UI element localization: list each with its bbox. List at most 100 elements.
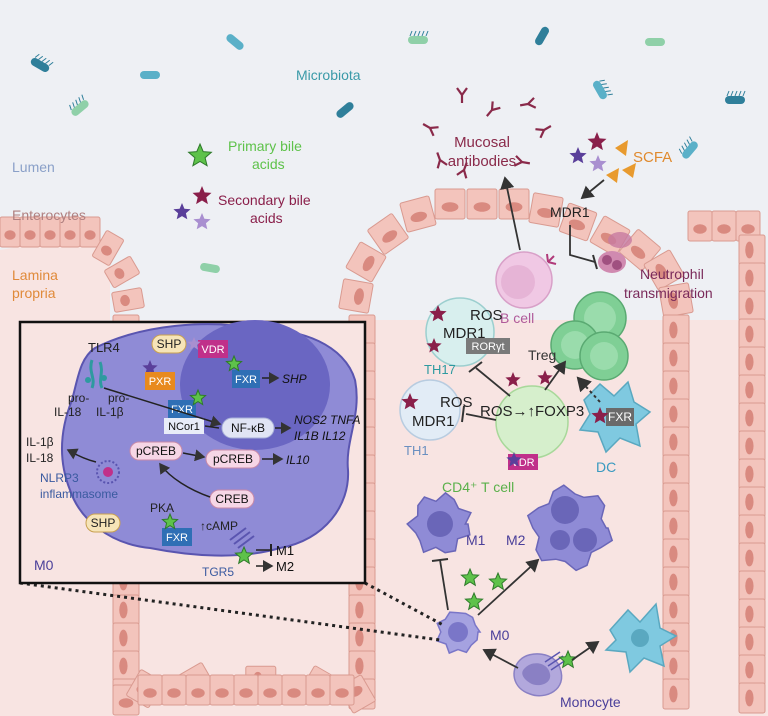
- enterocyte-cell: [498, 188, 530, 220]
- lumen-label: Lumen: [12, 159, 55, 175]
- primary-bile-acid-star-icon: [460, 567, 480, 587]
- bacterium-icon: [593, 79, 613, 100]
- enterocyte-cell: [348, 622, 376, 654]
- primary-bile-acid-star-icon: [225, 354, 243, 372]
- m0-label: M0: [490, 627, 510, 643]
- m2-label: M2: [506, 532, 526, 548]
- m1-macrophage: [406, 491, 472, 554]
- enterocyte-cell: [738, 514, 766, 546]
- shp-label-top: SHP: [157, 337, 182, 351]
- pxr-box: [145, 372, 175, 390]
- fxr-box-bottom: [162, 528, 192, 546]
- bacterium-icon: [30, 53, 54, 72]
- pro-il1b-label-2: IL-1β: [96, 405, 124, 419]
- mdr1-label-top: MDR1: [550, 204, 590, 220]
- enterocyte-cell: [59, 216, 81, 248]
- m0-macrophage: [435, 611, 482, 655]
- enterocyte-cell: [738, 542, 766, 574]
- shp-gene-label: SHP: [282, 372, 307, 386]
- fxr-label-dc: FXR: [608, 410, 632, 424]
- secondary-bile-acid-star-icon: [537, 370, 553, 385]
- enterocyte-cell: [738, 598, 766, 630]
- enterocyte-cell: [738, 402, 766, 434]
- neutrophil-label-2: transmigration: [624, 285, 713, 301]
- enterocyte-cell: [662, 426, 690, 458]
- th1-label: TH1: [404, 443, 429, 458]
- microbiota-group: Microbiota: [30, 26, 746, 274]
- antibody-icon: [513, 155, 531, 167]
- scfa-group: SCFA: [569, 132, 672, 183]
- dc-label: DC: [596, 459, 616, 475]
- enterocyte-cell: [738, 654, 766, 686]
- nlrp3-inflammasome-icon: [96, 460, 120, 484]
- secondary-bile-acid-star-icon: [187, 337, 201, 350]
- th1-ros: ROS: [440, 394, 473, 411]
- mdr1-inhibits-neutrophil: [569, 225, 596, 263]
- genes-label-2: IL1B IL12: [294, 429, 346, 443]
- rorgt-label: RORγt: [472, 341, 505, 353]
- enterocyte-cell: [738, 346, 766, 378]
- b-cell-label: B cell: [500, 310, 534, 326]
- pcreb-box: [129, 441, 183, 461]
- th1-cell: ROS MDR1: [399, 379, 473, 441]
- enterocyte-cell: [466, 188, 498, 220]
- mucosal-antibodies: Mucosal antibodies: [422, 87, 552, 179]
- enterocyte-cell: [711, 210, 737, 242]
- enterocyte-cell: [738, 262, 766, 294]
- antibody-icon: [456, 162, 468, 179]
- secondary-bile-label-1: Secondary bile: [218, 192, 311, 208]
- macrophage-inset: TLR4 SHP VDR PXR FXR SHP pro- IL-18 pro-…: [18, 320, 367, 585]
- pxr-label: PXR: [149, 376, 172, 388]
- primary-bile-acid-star-icon: [558, 649, 578, 669]
- primary-bile-acid-star-icon: [488, 571, 508, 591]
- inhibit-bar: [592, 254, 598, 270]
- tgr5-label: TGR5: [202, 565, 234, 579]
- enterocyte-cell: [738, 318, 766, 350]
- ncor1-box: [164, 418, 204, 434]
- antibody-icon: [519, 97, 537, 109]
- enterocyte-cell: [39, 216, 61, 248]
- enterocyte-cell: [662, 566, 690, 598]
- cd4-label: CD4⁺ T cell: [442, 479, 514, 495]
- bacterium-icon: [336, 102, 354, 118]
- inset-m0-label: M0: [34, 557, 54, 573]
- m2-macrophage: [526, 484, 614, 572]
- enterocyte-cell: [348, 650, 376, 682]
- enterocyte-cell: [112, 622, 140, 654]
- nlrp3-label-1: NLRP3: [40, 471, 79, 485]
- m0-inhibits-m1: [439, 559, 449, 611]
- cd4-to-treg-arrow: [544, 360, 567, 391]
- bacterium-icon: [725, 90, 746, 104]
- lamina-label-2: propria: [12, 285, 56, 301]
- th1-mdr1: MDR1: [412, 413, 455, 430]
- nfkb-label: NF-κB: [231, 421, 265, 435]
- enterocyte-cell: [233, 674, 259, 706]
- mucosal-label-2: antibodies: [448, 153, 516, 170]
- right-villus: [338, 188, 766, 714]
- primary-bile-acid-star-icon: [187, 142, 213, 167]
- enterocyte-cell: [662, 454, 690, 486]
- b-cell-to-antibody-arrow: [500, 176, 521, 251]
- enterocyte-cell: [161, 674, 187, 706]
- monocyte-label: Monocyte: [560, 694, 621, 710]
- bacterium-icon: [645, 38, 665, 46]
- inhibit-bar: [431, 558, 449, 562]
- rorgt-box: [466, 338, 510, 354]
- monocyte-to-dc-arrow: [571, 640, 600, 661]
- vdr-box-inset: [198, 340, 228, 358]
- inset-connector: [364, 581, 446, 628]
- secondary-bile-acid-star-icon: [192, 186, 212, 205]
- enterocyte-cell: [434, 188, 466, 220]
- cd4-inhibits-th1: [465, 413, 497, 421]
- il1b-label: IL-1β: [26, 435, 54, 449]
- treg-cells: [550, 291, 629, 381]
- enterocyte-cell: [738, 682, 766, 714]
- primary-bile-label-2: acids: [252, 156, 285, 172]
- th17-label: TH17: [424, 362, 456, 377]
- pcreb-label: pCREB: [136, 444, 176, 458]
- enterocyte-cell: [738, 430, 766, 462]
- dendritic-cell: FXR: [578, 380, 652, 454]
- inset-m2-label: M2: [276, 559, 294, 574]
- primary-star-legend: Primary bile acids: [187, 138, 302, 172]
